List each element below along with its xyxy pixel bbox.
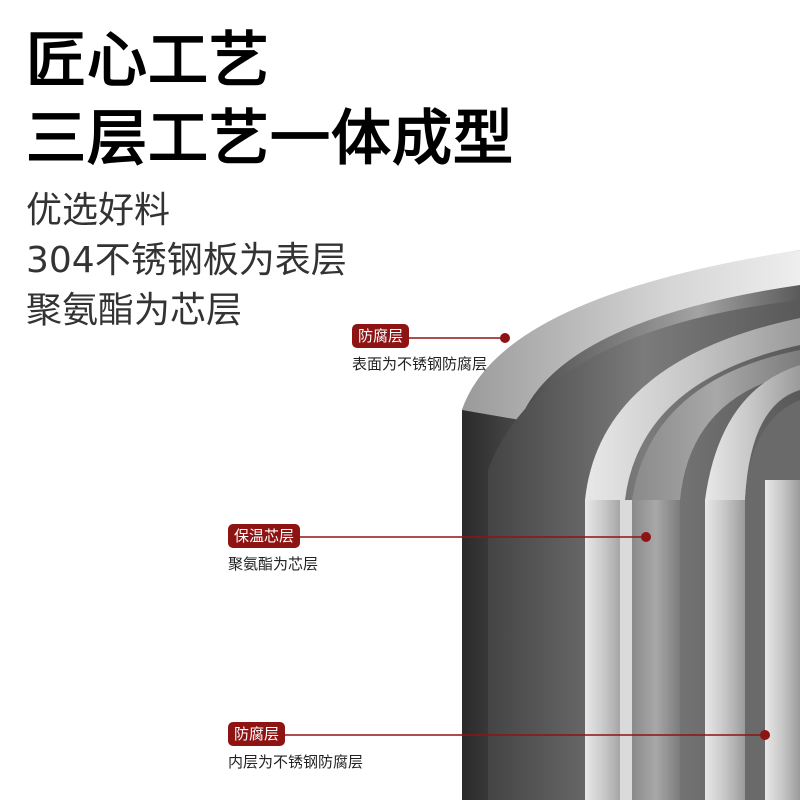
callout-core-layer: 保温芯层 聚氨酯为芯层 <box>228 524 318 574</box>
outer-rim <box>462 250 800 420</box>
callout-badge: 防腐层 <box>352 324 410 348</box>
subtext-line-2: 304不锈钢板为表层 <box>26 240 347 281</box>
callout-description: 内层为不锈钢防腐层 <box>228 753 364 771</box>
callout-outer-layer: 防腐层 表面为不锈钢防腐层 <box>352 324 487 374</box>
callout-inner-layer: 防腐层 内层为不锈钢防腐层 <box>228 722 363 772</box>
inner-layer-face <box>765 480 800 800</box>
headline-line-2: 三层工艺一体成型 <box>26 104 514 174</box>
metal-sheet-2-face <box>705 500 745 800</box>
core-layer-curve <box>632 350 800 500</box>
leader-dot-core <box>641 532 651 542</box>
leader-dot-outer <box>500 333 510 343</box>
metal-sheet-1-curve <box>585 318 800 500</box>
core-layer-face <box>632 500 680 800</box>
metal-sheet-2-curve <box>705 365 800 500</box>
metal-sheet-1-edge <box>620 500 632 800</box>
callout-description: 表面为不锈钢防腐层 <box>352 355 488 373</box>
subtext-line-3: 聚氨酯为芯层 <box>26 290 243 331</box>
callout-description: 聚氨酯为芯层 <box>228 555 319 573</box>
subtext-line-1: 优选好料 <box>26 190 171 231</box>
leader-dot-inner <box>760 730 770 740</box>
callout-badge: 保温芯层 <box>228 524 301 548</box>
metal-sheet-1-face <box>585 500 625 800</box>
headline-line-1: 匠心工艺 <box>26 26 270 96</box>
callout-badge: 防腐层 <box>228 722 286 746</box>
